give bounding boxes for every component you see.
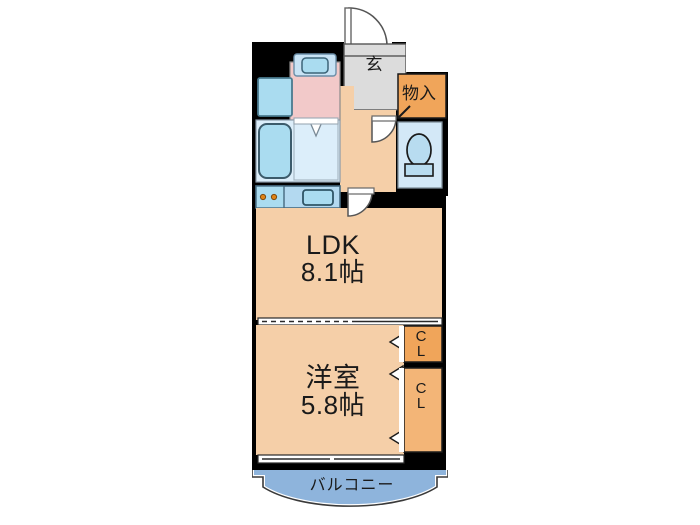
- shoe-box: [257, 77, 293, 117]
- balcony-area: [250, 464, 450, 509]
- ldk-label-name: LDK: [305, 230, 361, 260]
- stove-burner-left: [259, 193, 267, 201]
- ldk-door-leaf: [347, 187, 375, 195]
- closet-upper-label-l: L: [416, 343, 426, 360]
- entrance-door-leaf: [344, 7, 352, 49]
- sanitary-zone: [289, 53, 341, 121]
- toilet-bowl: [406, 133, 432, 167]
- sliding-door-group: [257, 317, 443, 326]
- toilet-door-leaf: [371, 115, 397, 122]
- bedroom-label-name: 洋室: [305, 363, 361, 393]
- closet-lower-label-l: L: [416, 395, 426, 412]
- kitchen-counter-group: [255, 185, 341, 209]
- shoe-box-group: [257, 77, 293, 117]
- ldk-floor: [256, 208, 442, 320]
- kitchen-sink: [302, 189, 334, 206]
- upper-right-notch-void: [406, 42, 448, 72]
- top-right-void: [406, 0, 448, 42]
- left-void: [0, 0, 252, 525]
- closet-upper-label-c: C: [415, 328, 427, 345]
- bathroom-door-sill: [293, 117, 339, 125]
- toilet-tank: [404, 163, 434, 177]
- genkan-label: 玄: [365, 55, 383, 74]
- closet-lower-label: C L: [409, 381, 433, 411]
- right-edge-trim: [446, 196, 450, 470]
- balcony-outline: [251, 465, 449, 507]
- closet-upper-gap: [399, 326, 404, 362]
- stove-burner-right: [270, 193, 278, 201]
- closet-lower-gap: [399, 368, 404, 452]
- toilet-door-group: [371, 115, 397, 143]
- bedroom-window-group: [257, 454, 405, 464]
- bathtub: [258, 123, 292, 179]
- monoire-door-mark: [397, 105, 411, 119]
- washbasin-bowl: [301, 57, 329, 74]
- closet-upper-label: C L: [409, 329, 433, 359]
- closet-group: [388, 325, 443, 453]
- right-void: [448, 0, 700, 525]
- monoire-closet: [397, 73, 447, 119]
- bedroom-label-area: 5.8帖: [300, 390, 366, 421]
- entrance-door-swing-arc: [348, 7, 388, 47]
- top-left-void: [252, 0, 344, 42]
- bathroom-zone: [255, 117, 341, 183]
- bedroom-window-frame: [257, 454, 405, 464]
- ldk-label-area: 8.1帖: [300, 257, 366, 288]
- hallway-floor-upper: [340, 86, 354, 116]
- bedroom-room: [256, 325, 404, 455]
- bedroom-floor: [256, 325, 404, 455]
- ldk-room-label: LDK 8.1帖: [258, 231, 408, 287]
- closet-lower-box: [403, 367, 443, 453]
- closet-lower-label-c: C: [415, 380, 427, 397]
- ldk-room: [256, 187, 442, 320]
- balcony-label: バルコニー: [309, 477, 395, 494]
- toilet-room: [397, 121, 443, 189]
- monoire-label: 物入: [402, 84, 436, 103]
- entrance-door-group: [343, 7, 407, 59]
- bedroom-room-label: 洋室 5.8帖: [262, 364, 404, 420]
